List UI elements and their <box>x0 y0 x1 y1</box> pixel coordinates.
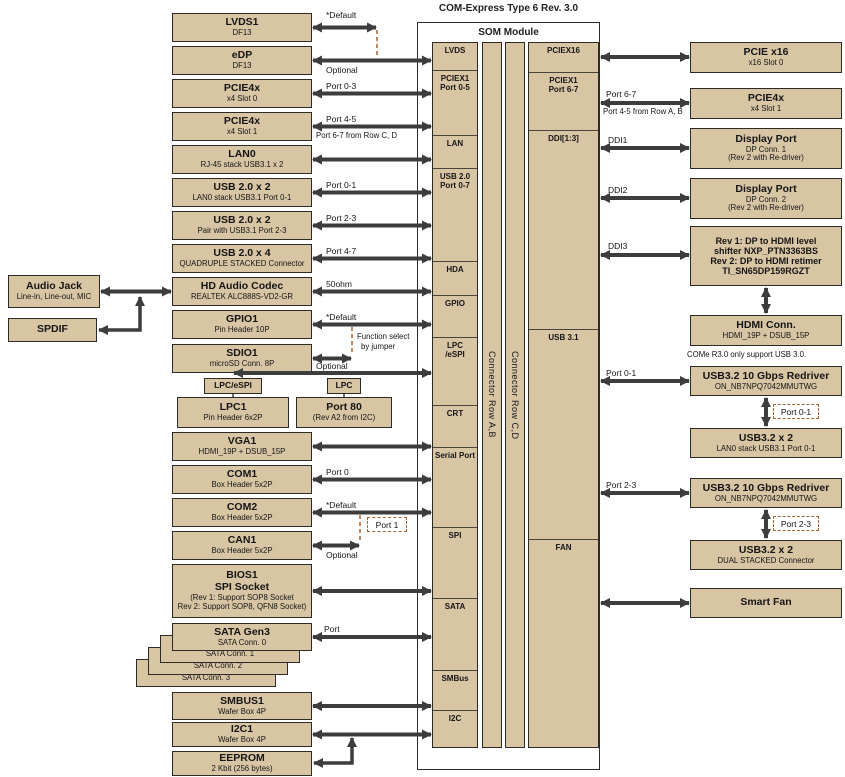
lpc-espi-tag-box: LPC/eSPI <box>204 378 262 394</box>
som-port-sata: SATA <box>433 599 477 672</box>
smart-fan-box: Smart Fan <box>690 588 842 618</box>
display-port1-box: Display Port DP Conn. 1 (Rev 2 with Re-d… <box>690 128 842 169</box>
arrow-spdif-elbow <box>98 296 145 335</box>
label-port-1: Port 1 <box>367 517 407 532</box>
label-ddi2: DDI2 <box>608 185 628 195</box>
som-port-ddi: DDI[1:3] <box>529 131 598 331</box>
label-port-0-1: Port 0-1 <box>326 180 357 190</box>
som-port-fan: FAN <box>555 542 572 552</box>
arrow-eeprom-elbow <box>313 737 357 768</box>
label-right-port-4-5-row: Port 4-5 from Row A, B <box>603 107 683 116</box>
label-optional-edp: Optional <box>326 65 358 75</box>
label-ddi1: DDI1 <box>608 135 628 145</box>
label-right-port-2-3: Port 2-3 <box>606 480 637 490</box>
label-port-0-3: Port 0-3 <box>326 81 357 91</box>
label-port-0: Port 0 <box>326 467 349 477</box>
som-port-lvds: LVDS <box>433 43 477 71</box>
label-right-port-2-3-mid: Port 2-3 <box>773 516 819 531</box>
label-port-4-7: Port 4-7 <box>326 246 357 256</box>
som-port-smbus: SMBus <box>433 671 477 712</box>
label-optional-sdio: Optional <box>316 361 348 371</box>
label-port-2-3: Port 2-3 <box>326 213 357 223</box>
som-port-spi: SPI <box>433 528 477 600</box>
som-port-lan: LAN <box>433 136 477 169</box>
som-port-crt: CRT <box>433 406 477 448</box>
label-usb3-note: COMe R3.0 only support USB 3.0. <box>687 350 807 359</box>
label-50ohm: 50ohm <box>326 279 352 289</box>
label-port-6-7-row: Port 6-7 from Row C, D <box>316 131 398 140</box>
connector-row-ab: Connector Row A,B <box>482 42 502 748</box>
label-default-com2: *Default <box>326 500 357 510</box>
som-port-serial: Serial Port <box>433 448 477 528</box>
dp-to-hdmi-bridge-box: Rev 1: DP to HDMI level shifter NXP_PTN3… <box>690 226 842 286</box>
bios1-box: BIOS1 SPI Socket (Rev 1: Support SOP8 So… <box>172 564 312 618</box>
hdmi-conn-box: HDMI Conn.HDMI_19P + DSUB_15P <box>690 315 842 346</box>
label-default-lvds: *Default <box>326 10 357 20</box>
display-port2-box: Display Port DP Conn. 2 (Rev 2 with Re-d… <box>690 178 842 219</box>
som-port-lpc-espi: LPC/eSPI <box>433 338 477 406</box>
spdif-box: SPDIF <box>8 318 97 342</box>
som-port-usb31: USB 3.1 <box>529 330 598 540</box>
som-port-pciex16: PCIEX16 <box>529 43 598 73</box>
label-port-4-5: Port 4-5 <box>326 114 357 124</box>
label-right-port-6-7: Port 6-7 <box>606 89 637 99</box>
connector-row-cd: Connector Row C,D <box>505 42 525 748</box>
diagram-title: COM-Express Type 6 Rev. 3.0 <box>438 3 579 14</box>
label-right-port-0-1-mid: Port 0-1 <box>773 404 819 419</box>
som-module-label: SOM Module <box>478 27 539 38</box>
som-port-gpio: GPIO <box>433 296 477 339</box>
label-ddi3: DDI3 <box>608 241 628 251</box>
label-optional-can1: Optional <box>326 550 358 560</box>
label-by-jumper: by jumper <box>361 342 396 351</box>
label-function-select: Function select <box>357 332 410 341</box>
som-port-i2c: I2C <box>448 714 462 724</box>
som-port-hda: HDA <box>433 262 477 297</box>
audio-jack-box: Audio Jack Line-in, Line-out, MIC <box>8 275 100 308</box>
label-port-sata: Port <box>324 624 340 634</box>
label-default-gpio: *Default <box>326 312 357 322</box>
label-right-port-0-1: Port 0-1 <box>606 368 637 378</box>
lpc-tag-box: LPC <box>327 378 361 394</box>
port80-box: Port 80(Rev A2 from I2C) <box>296 397 392 428</box>
